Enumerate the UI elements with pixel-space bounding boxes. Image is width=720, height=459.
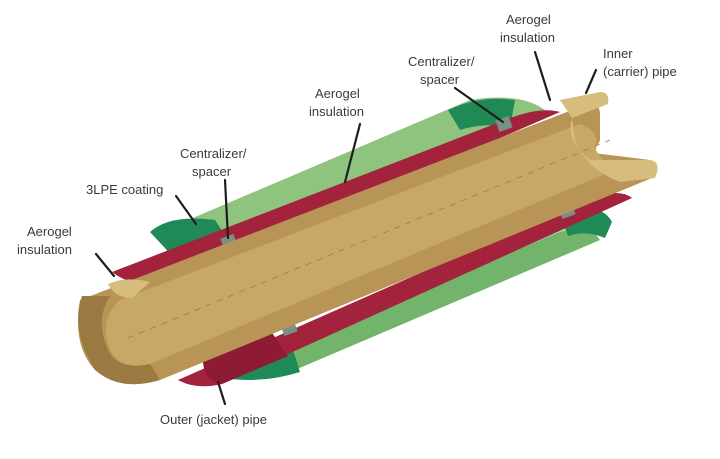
- leader-aerogel-mid: [343, 122, 362, 184]
- label-outer-pipe: Outer (jacket) pipe: [160, 412, 267, 427]
- leader-aerogel-left: [94, 252, 116, 278]
- leader-coating: [174, 194, 198, 226]
- leader-centralizer-top: [453, 86, 505, 124]
- jacket-front-shade: [290, 218, 600, 372]
- label-centralizer-left: Centralizer/ spacer: [180, 146, 250, 179]
- jacket-back-surface: [160, 97, 545, 247]
- carrier-pipe-upper-rim: [560, 92, 609, 118]
- label-aerogel-left: Aerogel insulation: [17, 224, 75, 257]
- labels: Aerogel insulation Inner (carrier) pipe …: [17, 12, 677, 427]
- carrier-pipe-open-end: [570, 118, 658, 182]
- carrier-pipe-left-edge: [78, 296, 160, 385]
- label-inner-pipe: Inner (carrier) pipe: [603, 46, 677, 79]
- leader-centralizer-left: [223, 178, 230, 240]
- carrier-pipe-inner-face: [105, 124, 610, 366]
- leader-inner-pipe: [584, 68, 598, 95]
- label-coating: 3LPE coating: [86, 182, 163, 197]
- carrier-pipe-centerline: [127, 139, 611, 339]
- label-centralizer-top: Centralizer/ spacer: [408, 54, 478, 87]
- inner-carrier-pipe: [77, 92, 658, 385]
- carrier-pipe-left-lip: [108, 279, 150, 298]
- leader-aerogel-top: [533, 50, 552, 102]
- aerogel-lower-strip: [178, 193, 632, 387]
- outer-jacket-pipe: [160, 97, 600, 376]
- leader-lines: [94, 50, 598, 406]
- leader-outer-pipe: [216, 380, 227, 406]
- label-aerogel-top: Aerogel insulation: [500, 12, 555, 45]
- label-aerogel-mid: Aerogel insulation: [309, 86, 364, 119]
